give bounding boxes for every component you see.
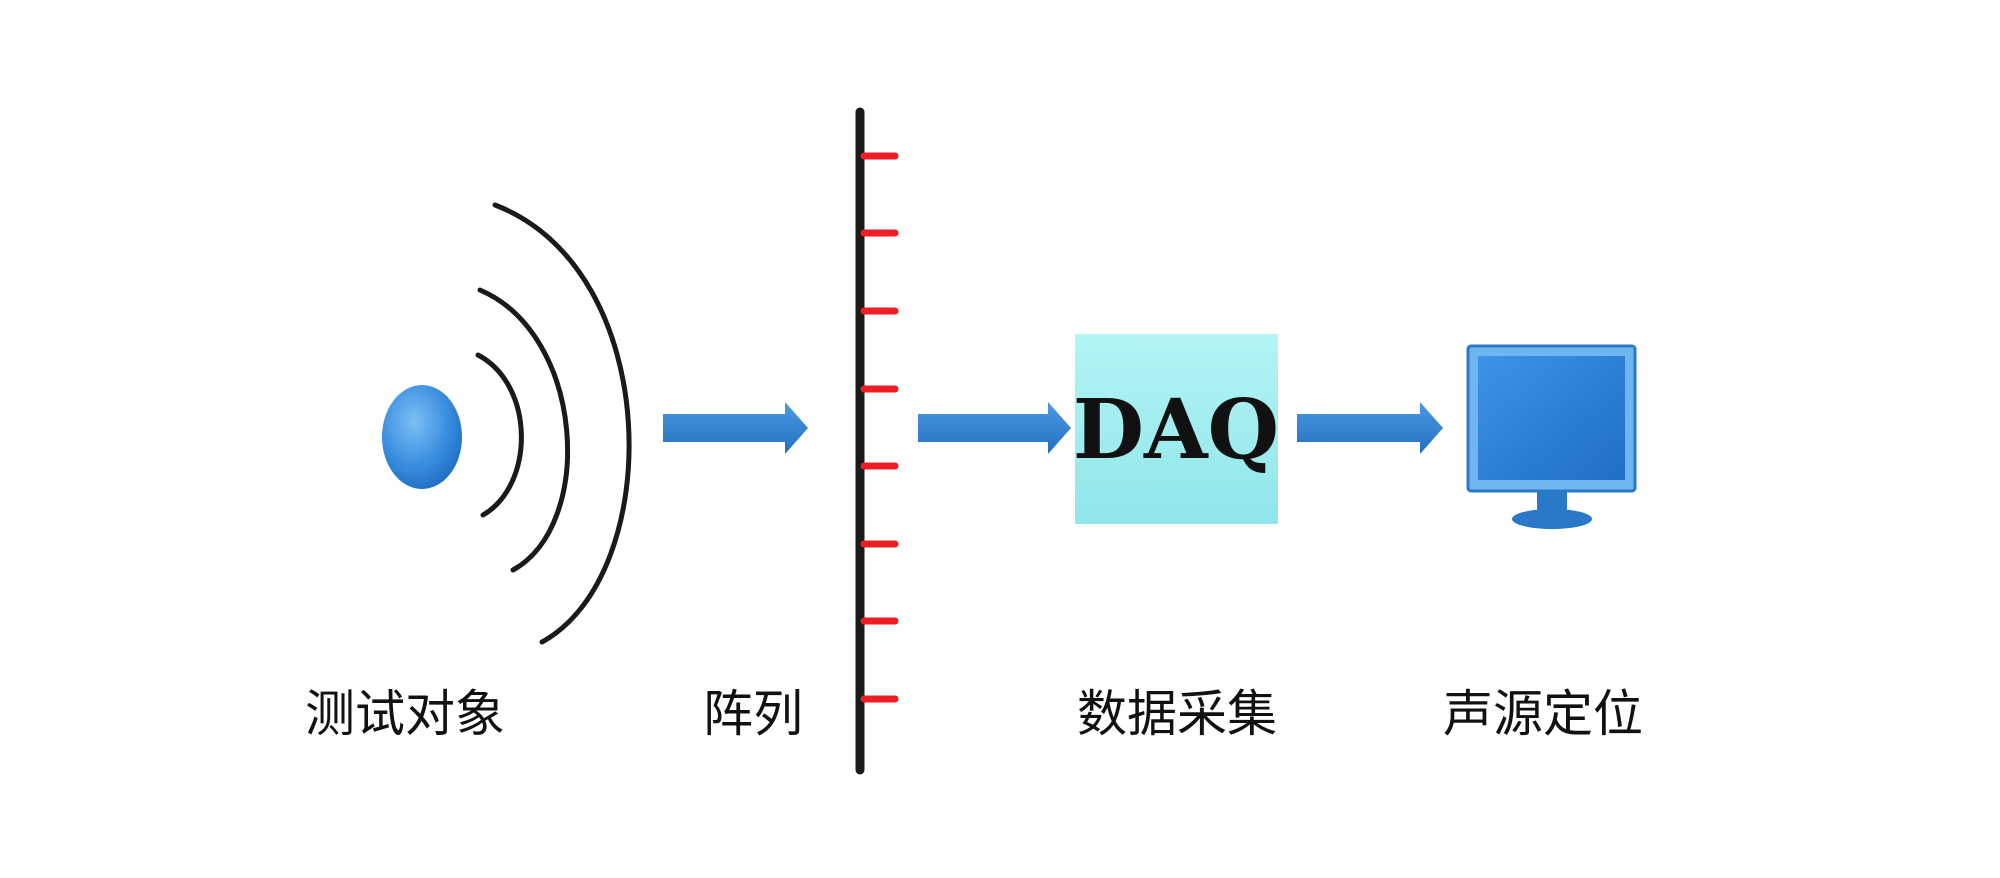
sound-source-icon [382,385,462,489]
arrow-icon [1297,402,1443,454]
arrow-icon [663,402,808,454]
sound-wave-icon [475,202,632,645]
label-localization: 声源定位 [1443,685,1643,743]
daq-box: DAQ [1073,334,1279,524]
daq-label: DAQ [1073,382,1279,478]
monitor-icon [1466,344,1637,529]
label-acquisition: 数据采集 [1077,685,1277,743]
arrow-icon [918,402,1071,454]
label-source: 测试对象 [305,685,505,743]
microphone-array-icon [855,107,899,775]
label-array: 阵列 [703,685,803,743]
